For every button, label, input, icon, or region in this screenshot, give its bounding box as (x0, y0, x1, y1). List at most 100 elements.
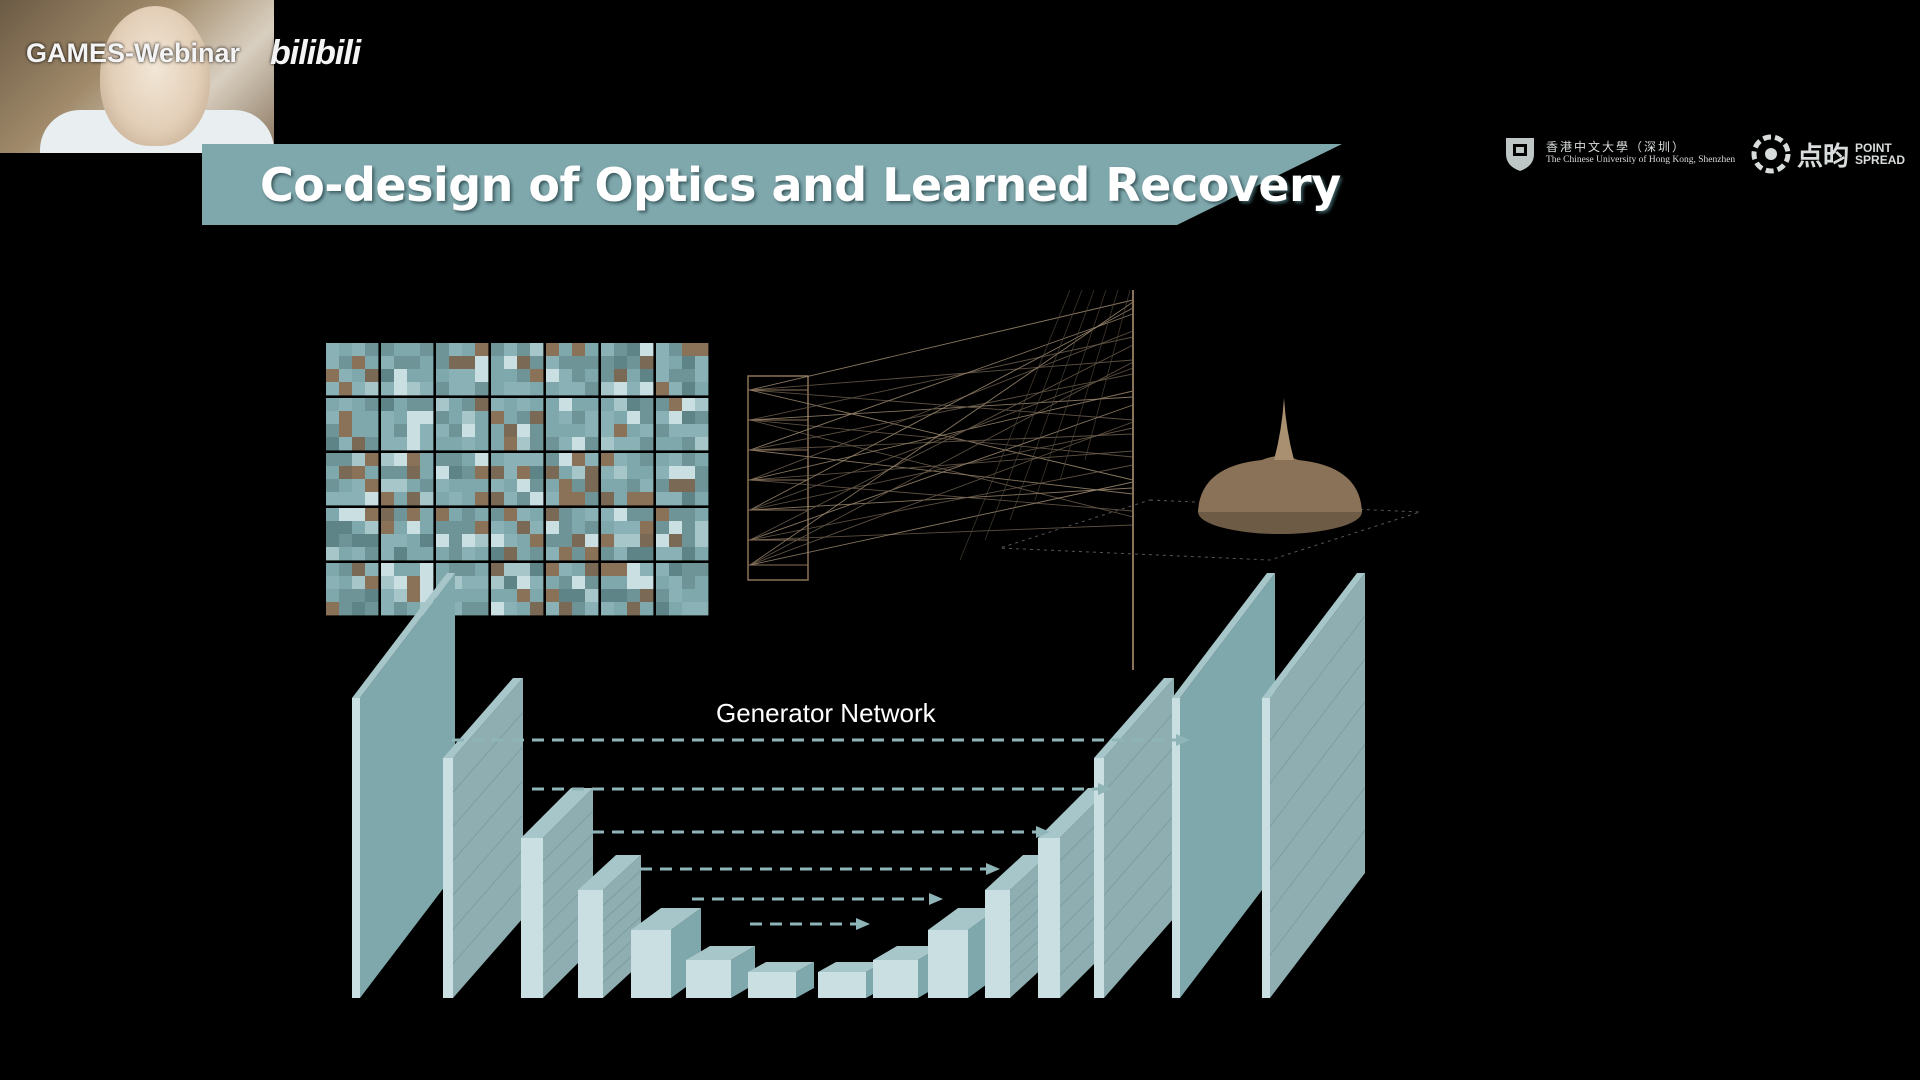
mosaic-cell (601, 398, 615, 412)
mosaic-cell (695, 492, 709, 506)
speaker-face (100, 6, 210, 146)
mosaic-cell (517, 479, 531, 493)
mosaic-cell (394, 563, 408, 577)
ray-line (749, 367, 1134, 511)
ray-line (749, 389, 1134, 421)
mosaic-cell (682, 466, 696, 480)
mosaic-cell (656, 563, 670, 577)
mosaic-cell (449, 424, 463, 438)
mosaic-cell (462, 602, 476, 616)
mosaic-cell (682, 602, 696, 616)
mosaic-cell (585, 466, 599, 480)
mosaic-cell (407, 576, 421, 590)
mosaic-cell (491, 479, 505, 493)
mosaic-cell (627, 424, 641, 438)
mosaic-cell (695, 576, 709, 590)
mosaic-cell (491, 411, 505, 425)
mosaic-cell (407, 382, 421, 396)
mosaic-cell (546, 398, 560, 412)
mosaic-cell (381, 437, 395, 451)
ray-line (1034, 289, 1107, 501)
mosaic-cell (517, 534, 531, 548)
mosaic-cell (462, 411, 476, 425)
mosaic-cell (572, 563, 586, 577)
ray-line (749, 301, 1134, 566)
mosaic-cell (601, 521, 615, 535)
mosaic-cell (614, 398, 628, 412)
mosaic-cell (546, 589, 560, 603)
mosaic-cell (436, 547, 450, 561)
mosaic-cell (559, 508, 573, 522)
mosaic-cell (326, 398, 340, 412)
mosaic-cell (656, 466, 670, 480)
mosaic-cell (572, 369, 586, 383)
mosaic-cell (669, 356, 683, 370)
mosaic-cell (640, 411, 654, 425)
mosaic-cell (682, 589, 696, 603)
mosaic-cell (436, 369, 450, 383)
mosaic-cell (614, 508, 628, 522)
mosaic-cell (381, 424, 395, 438)
mosaic-cell (339, 437, 353, 451)
mosaic-cell (326, 453, 340, 467)
mosaic-cell (656, 576, 670, 590)
mosaic-cell (475, 576, 489, 590)
network-layer-block (1094, 678, 1175, 998)
mosaic-cell (640, 382, 654, 396)
mosaic-cell (585, 356, 599, 370)
mosaic-cell (504, 424, 518, 438)
mosaic-cell (601, 424, 615, 438)
mosaic-cell (640, 589, 654, 603)
ray-trace-lines (748, 289, 1134, 566)
mosaic-cell (475, 343, 489, 357)
mosaic-cell (572, 576, 586, 590)
mosaic-cell (462, 466, 476, 480)
mosaic-cell (682, 398, 696, 412)
mosaic-cell (326, 466, 340, 480)
mosaic-cell (475, 424, 489, 438)
mosaic-cell (420, 369, 434, 383)
mosaic-cell (517, 356, 531, 370)
mosaic-cell (546, 563, 560, 577)
psf-base-plane (999, 499, 1421, 561)
ray-line (749, 389, 1134, 481)
mosaic-cell (585, 382, 599, 396)
mosaic-cell (559, 479, 573, 493)
mosaic-cell (352, 437, 366, 451)
mosaic-cell (601, 479, 615, 493)
ray-line (749, 404, 1134, 541)
mosaic-cell (462, 424, 476, 438)
mosaic-cell (572, 382, 586, 396)
mosaic-cell (530, 453, 544, 467)
mosaic-cell (640, 398, 654, 412)
mosaic-cell (449, 411, 463, 425)
mosaic-cell (420, 479, 434, 493)
mosaic-cell (627, 437, 641, 451)
mosaic-cell (352, 534, 366, 548)
mosaic-cell (656, 453, 670, 467)
mosaic-cell (572, 453, 586, 467)
mosaic-cell (517, 411, 531, 425)
mosaic-cell (546, 453, 560, 467)
mosaic-cell (572, 466, 586, 480)
mosaic-cell (627, 589, 641, 603)
ray-line (749, 330, 1134, 481)
mosaic-cell (682, 424, 696, 438)
mosaic-cell (365, 479, 379, 493)
mosaic-cell (394, 547, 408, 561)
mosaic-cell (365, 437, 379, 451)
mosaic-cell (407, 602, 421, 616)
mosaic-cell (381, 398, 395, 412)
mosaic-cell (627, 534, 641, 548)
mosaic-cell (504, 356, 518, 370)
mosaic-cell (669, 343, 683, 357)
mosaic-cell (326, 547, 340, 561)
mosaic-cell (339, 547, 353, 561)
mosaic-cell (352, 479, 366, 493)
mosaic-cell (695, 466, 709, 480)
mosaic-cell (352, 343, 366, 357)
mosaic-cell (585, 492, 599, 506)
cuhk-crest-icon (1506, 138, 1534, 171)
mosaic-cell (352, 602, 366, 616)
